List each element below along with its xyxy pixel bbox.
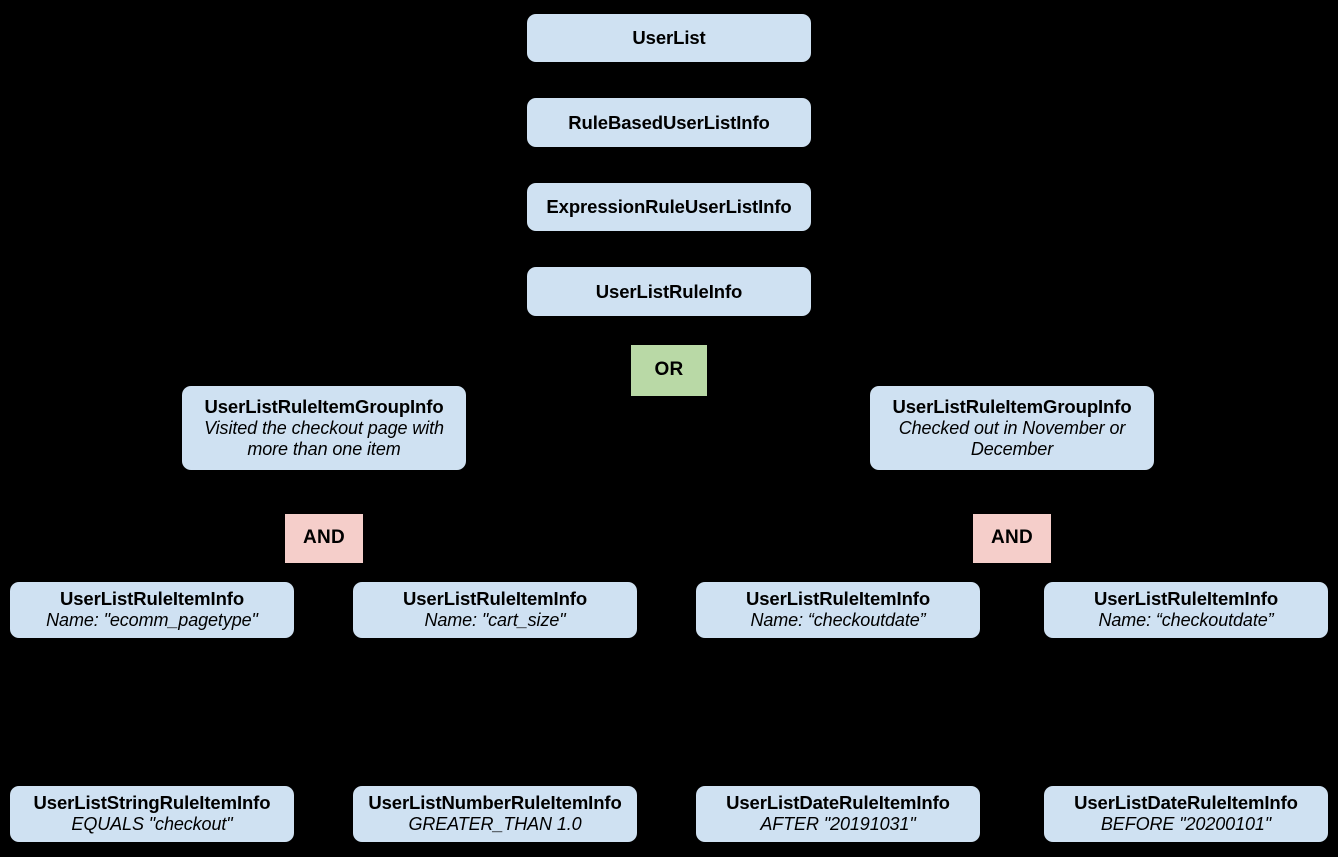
edge-and-right-to-item3 [837,562,989,583]
node-title: UserListNumberRuleItemInfo [368,792,622,814]
node-title: UserListRuleInfo [595,280,743,302]
node-leaf-4[interactable]: UserListDateRuleItemInfo BEFORE "2020010… [1044,786,1328,842]
node-rule-item-1[interactable]: UserListRuleItemInfo Name: "ecomm_pagety… [10,582,294,638]
node-and-operator-right[interactable]: AND [973,514,1051,563]
node-leaf-2[interactable]: UserListNumberRuleItemInfo GREATER_THAN … [353,786,637,842]
node-title: ExpressionRuleUserListInfo [546,196,792,218]
edge-and-left-to-item2 [347,562,497,583]
operator-label: AND [302,527,346,549]
node-subtitle: Name: “checkoutdate” [1098,610,1274,631]
node-subtitle: EQUALS "checkout" [71,814,233,835]
node-group-right[interactable]: UserListRuleItemGroupInfo Checked out in… [870,386,1154,470]
node-subtitle: Name: "cart_size" [424,610,566,631]
node-and-operator-left[interactable]: AND [285,514,363,563]
node-title: UserListDateRuleItemInfo [726,792,950,814]
node-leaf-3[interactable]: UserListDateRuleItemInfo AFTER "20191031… [696,786,980,842]
arrowhead-group-left [316,364,332,378]
node-rule-item-3[interactable]: UserListRuleItemInfo Name: “checkoutdate… [696,582,980,638]
node-rule-item-4[interactable]: UserListRuleItemInfo Name: “checkoutdate… [1044,582,1328,638]
node-title: UserListRuleItemInfo [745,588,931,610]
node-title: UserListRuleItemInfo [59,588,245,610]
operator-label: OR [654,359,684,381]
operator-label: AND [990,527,1034,549]
node-subtitle: AFTER "20191031" [760,814,916,835]
node-title: RuleBasedUserListInfo [568,111,770,133]
node-subtitle: Visited the checkout page with more than… [204,417,444,459]
node-title: UserListDateRuleItemInfo [1074,792,1298,814]
node-title: UserListRuleItemInfo [1093,588,1279,610]
node-title: UserListRuleItemGroupInfo [892,395,1132,417]
node-rule-item-2[interactable]: UserListRuleItemInfo Name: "cart_size" [353,582,637,638]
node-title: UserListRuleItemGroupInfo [204,395,444,417]
node-user-list-rule-info[interactable]: UserListRuleInfo [527,267,811,316]
node-leaf-1[interactable]: UserListStringRuleItemInfo EQUALS "check… [10,786,294,842]
node-subtitle: GREATER_THAN 1.0 [408,814,582,835]
node-subtitle: BEFORE "20200101" [1100,814,1272,835]
arrowhead-group-right [1004,364,1020,378]
node-rule-based-user-list-info[interactable]: RuleBasedUserListInfo [527,98,811,147]
node-subtitle: Name: "ecomm_pagetype" [46,610,258,631]
node-title: UserListStringRuleItemInfo [33,792,271,814]
node-subtitle: Checked out in November or December [898,417,1126,459]
node-subtitle: Name: “checkoutdate” [750,610,926,631]
node-group-left[interactable]: UserListRuleItemGroupInfo Visited the ch… [182,386,466,470]
edge-and-left-to-item1 [151,562,301,583]
node-expression-rule-user-list-info[interactable]: ExpressionRuleUserListInfo [527,183,811,231]
edge-and-right-to-item4 [1035,562,1187,583]
node-title: UserList [632,27,706,49]
node-title: UserListRuleItemInfo [402,588,588,610]
node-user-list[interactable]: UserList [527,14,811,62]
node-or-operator[interactable]: OR [631,345,707,396]
